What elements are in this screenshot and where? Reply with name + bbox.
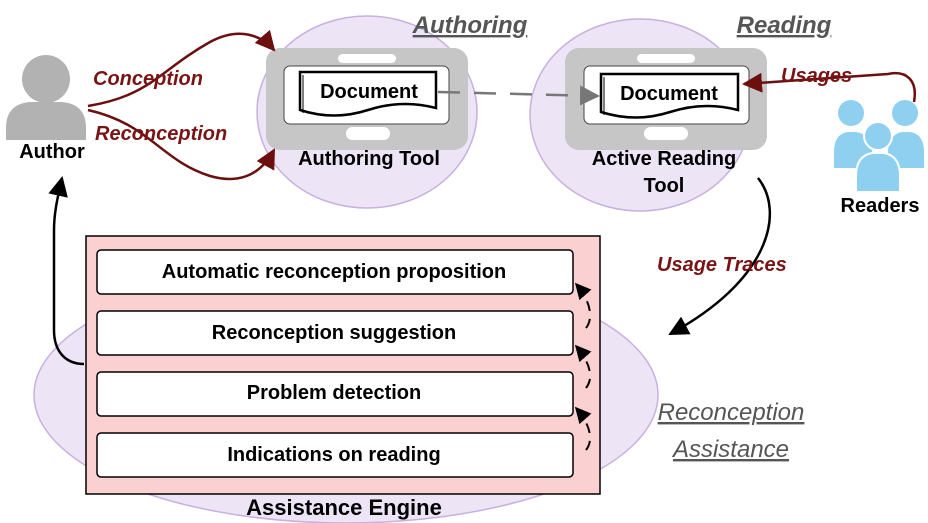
readers-label: Readers: [841, 195, 920, 217]
usages-arrow: [742, 71, 917, 103]
section-label-reading: Reading: [737, 12, 832, 39]
engine-layer-label: Reconception suggestion: [212, 322, 456, 344]
engine-layer: Automatic reconception proposition: [96, 249, 574, 295]
engine-layer-label: Automatic reconception proposition: [162, 261, 506, 283]
layer-up-arrow: [574, 344, 592, 389]
reconception-label: Reconception: [95, 123, 227, 145]
section-label-reconception: Reconception: [658, 399, 805, 426]
people-group-icon: [834, 100, 924, 193]
usages-label: Usages: [781, 65, 852, 87]
conception-arrow: [87, 29, 276, 108]
usage-traces-label: Usage Traces: [657, 254, 787, 276]
section-label-assistance: Assistance: [671, 436, 789, 463]
usage-traces-arrow: [668, 177, 771, 336]
document-icon: [599, 72, 740, 119]
engine-layer: Indications on reading: [96, 432, 574, 478]
engine-layer: Reconception suggestion: [96, 310, 574, 356]
assistance-engine-title: Assistance Engine: [246, 495, 442, 520]
reconception-arrow: [87, 108, 276, 181]
conception-label: Conception: [93, 68, 203, 90]
authoring-document-label: Document: [320, 81, 418, 103]
reading-tool-label-line1: Active Reading: [592, 148, 736, 170]
engine-layer-label: Indications on reading: [227, 444, 440, 466]
document-icon: [298, 70, 438, 117]
publish-arrow: [437, 85, 600, 106]
authoring-tool-label: Authoring Tool: [298, 148, 440, 170]
reading-tool-label-line2: Tool: [644, 175, 685, 197]
layer-up-arrow: [574, 406, 592, 451]
layer-up-arrow: [574, 282, 592, 329]
section-label-authoring: Authoring: [412, 12, 528, 39]
person-icon: [6, 55, 86, 140]
author-label: Author: [19, 141, 85, 163]
reading-document-label: Document: [620, 83, 718, 105]
engine-layer-label: Problem detection: [247, 382, 421, 404]
feedback-arrow: [48, 176, 85, 366]
engine-layer: Problem detection: [96, 371, 574, 417]
